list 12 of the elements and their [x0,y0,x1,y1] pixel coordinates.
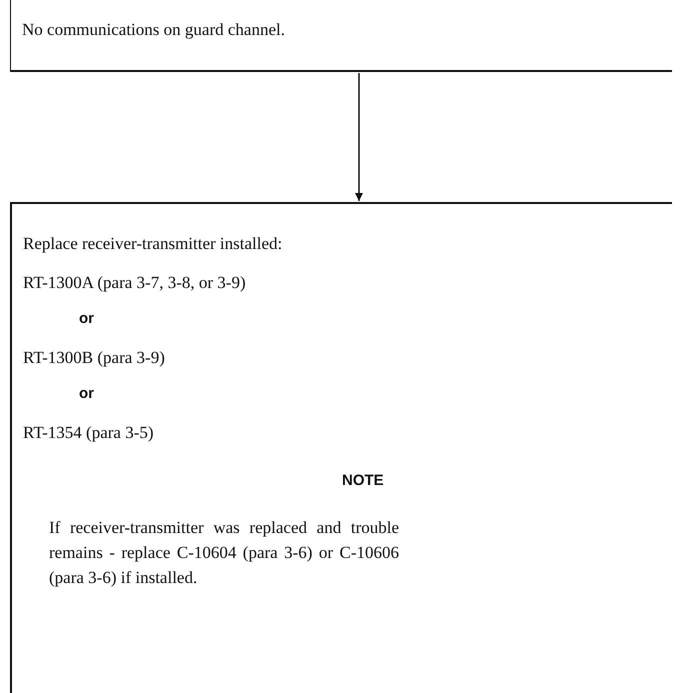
option-text: RT-1354 (para 3-5) [23,423,154,443]
box-text: No communications on guard channel. [22,20,285,40]
note-heading: NOTE [342,472,384,489]
option-text: RT-1300B (para 3-9) [23,348,165,368]
instruction-text: Replace receiver-transmitter installed: [23,234,282,254]
connector-word: or [79,385,94,402]
option-text: RT-1300A (para 3-7, 3-8, or 3-9) [23,273,246,293]
connector-word: or [79,310,94,327]
process-box [10,0,672,72]
arrow [355,73,363,201]
process-box [10,202,672,693]
note-text: If receiver-transmitter was replaced and trouble remains - replace C-10604 (para 3-6) or C-10606 (para 3-6) if installed. [49,517,399,589]
